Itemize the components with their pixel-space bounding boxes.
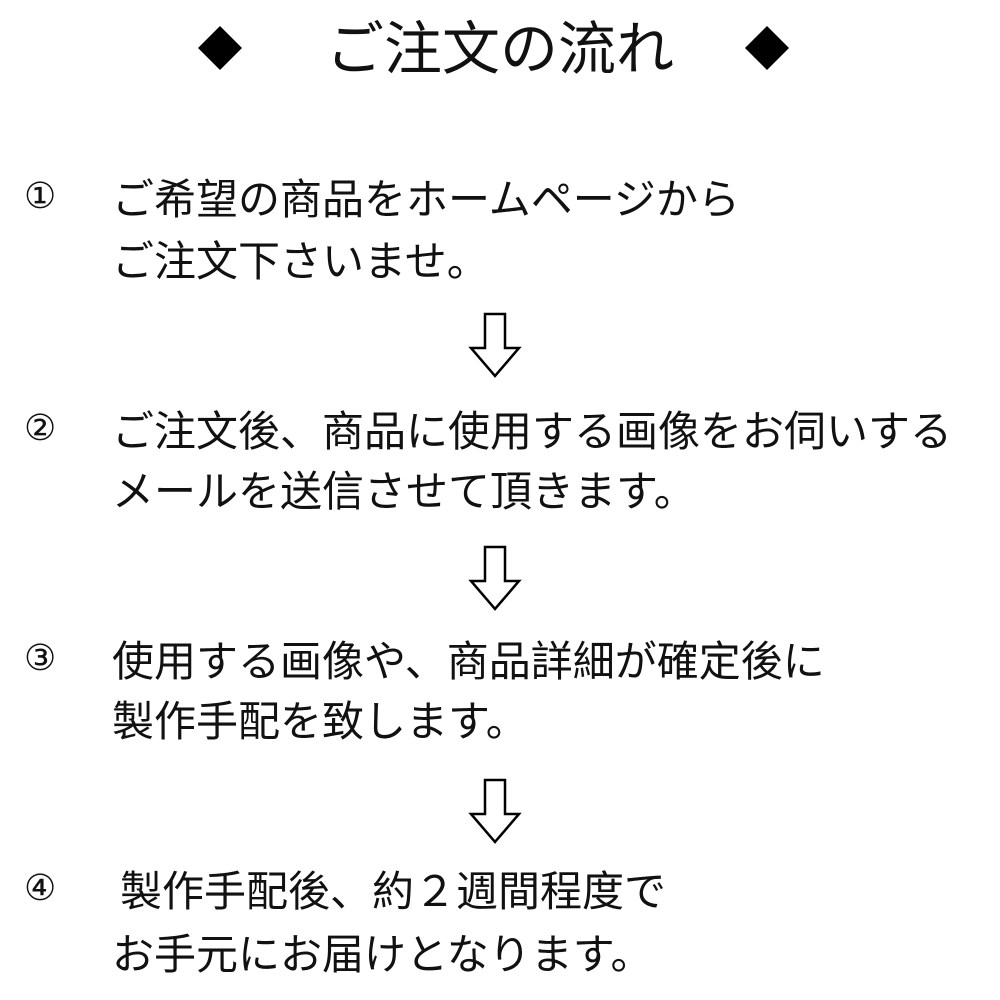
down-arrow-icon — [468, 312, 522, 378]
step-3-line-1: 使用する画像や、商品詳細が確定後に — [112, 637, 825, 686]
page-title: ご注文の流れ — [325, 15, 674, 83]
step-3-number: ③ — [24, 638, 57, 679]
diamond-icon-right — [745, 26, 789, 70]
step-4-line-2: お手元にお届けとなります。 — [112, 930, 653, 979]
step-4-line-1: 製作手配後、約２週間程度で — [120, 867, 667, 916]
step-3-line-2: 製作手配を致します。 — [112, 697, 528, 746]
down-arrow-icon — [468, 545, 522, 611]
step-2-number: ② — [24, 408, 57, 449]
step-2-line-1: ご注文後、商品に使用する画像をお伺いする — [112, 407, 953, 456]
down-arrow-icon — [468, 778, 522, 844]
step-4-number: ④ — [24, 868, 57, 909]
step-1-line-2: ご注文下さいませ。 — [112, 237, 489, 286]
step-1-number: ① — [24, 176, 57, 217]
diamond-icon-left — [198, 26, 242, 70]
step-2-line-2: メールを送信させて頂きます。 — [112, 467, 696, 516]
step-1-line-1: ご希望の商品をホームページから — [112, 175, 740, 224]
